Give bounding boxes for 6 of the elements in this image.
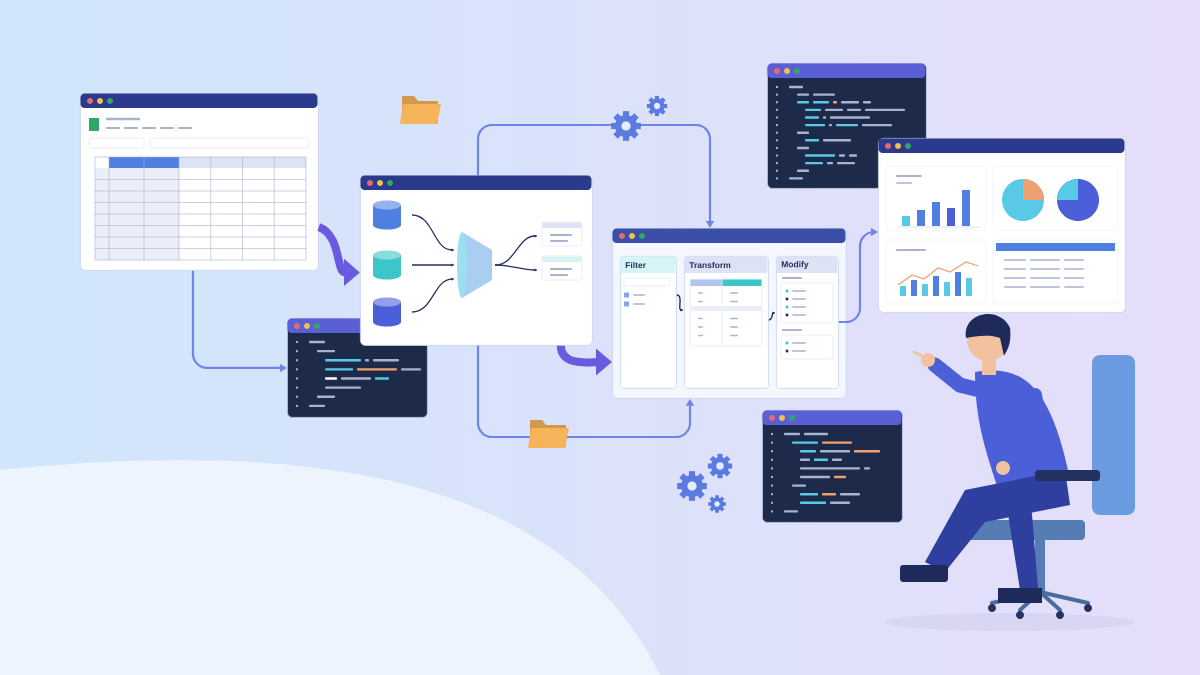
arrow (768, 311, 776, 321)
arrow (676, 294, 684, 312)
arrow (838, 227, 878, 324)
code-window (762, 410, 903, 523)
arrow (476, 123, 715, 228)
panel: Filter (620, 256, 677, 389)
